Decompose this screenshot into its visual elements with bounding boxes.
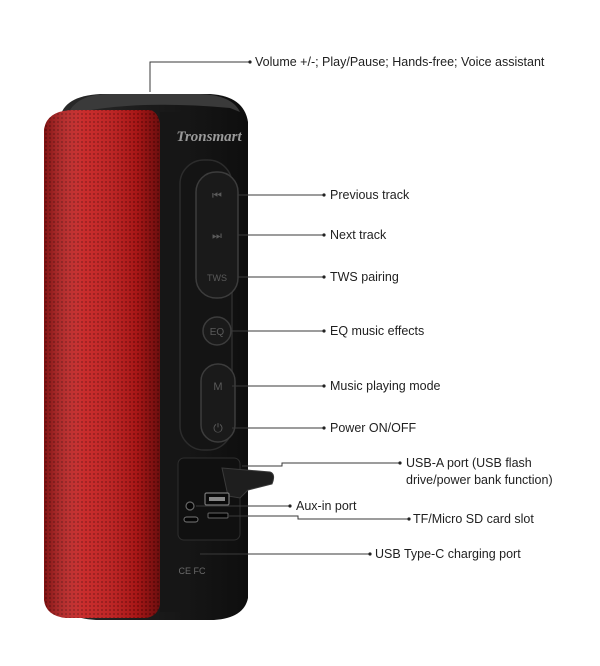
next-track-icon: ⏭ xyxy=(212,230,222,242)
callout-usb-c: USB Type-C charging port xyxy=(375,547,521,561)
speaker-top-cap xyxy=(70,94,240,112)
tws-button-label: TWS xyxy=(207,273,227,283)
tf-card-slot xyxy=(207,512,229,519)
mode-power-capsule xyxy=(200,363,236,443)
mode-button-label: M xyxy=(213,381,222,393)
eq-button-label: EQ xyxy=(210,327,225,338)
callout-eq: EQ music effects xyxy=(330,324,425,338)
callout-previous-track: Previous track xyxy=(330,188,410,202)
power-icon: ⏻ xyxy=(213,421,223,435)
callout-top-controls: Volume +/-; Play/Pause; Hands-free; Voic… xyxy=(255,55,545,69)
callout-usb-a: USB-A port (USB flash drive/power bank f… xyxy=(406,456,553,487)
callout-next-track: Next track xyxy=(330,228,387,242)
callout-power: Power ON/OFF xyxy=(330,421,417,435)
rubber-port-flap xyxy=(221,467,275,499)
leader-lines xyxy=(149,61,409,555)
callout-tf-card: TF/Micro SD card slot xyxy=(413,512,534,526)
callout-aux-in: Aux-in port xyxy=(296,499,357,513)
leader-dots xyxy=(248,60,411,556)
callout-music-mode: Music playing mode xyxy=(330,379,441,393)
brand-logo: Tronsmart xyxy=(176,129,242,145)
callout-tws-pairing: TWS pairing xyxy=(330,270,399,284)
aux-in-port xyxy=(185,501,195,511)
previous-track-icon: ⏮ xyxy=(212,190,222,202)
usb-c-port xyxy=(183,516,199,523)
certification-marks: CE FC xyxy=(179,566,207,576)
